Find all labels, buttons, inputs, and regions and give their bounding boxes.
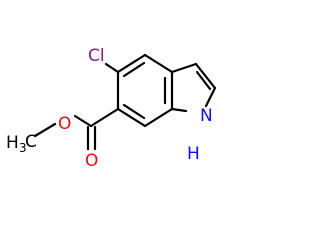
bond-c7-c7a (143, 107, 174, 128)
double-bond-c6-c7 (122, 103, 146, 120)
methyl-h-label: H (6, 133, 19, 153)
bond-c3-c2 (194, 62, 217, 90)
ester-group (33, 107, 120, 151)
bond-c6-carbonyl (89, 107, 120, 128)
bond-carbonyl-ester-o (73, 114, 93, 128)
double-bond-c3-c2 (195, 70, 212, 91)
bond-c3a-c3 (170, 62, 198, 74)
bond-c6-c7 (116, 107, 147, 128)
double-bond-c4-c5 (122, 61, 146, 78)
nitrogen-h-label: H (187, 144, 200, 164)
nitrogen-label: N (200, 106, 213, 126)
methyl-subscript-label: 3 (19, 141, 27, 155)
molecule-svg: Cl O O H 3 C N H (6, 46, 217, 171)
carbonyl-oxygen-label: O (85, 151, 98, 171)
bond-n1-c7a (170, 107, 188, 113)
ester-oxygen-label: O (58, 114, 71, 134)
bond-c4-c5 (116, 53, 147, 74)
methyl-c-label: C (25, 132, 37, 152)
bond-ester-o-methyl (33, 122, 57, 138)
benzene-ring (116, 53, 174, 128)
bond-c2-n1 (204, 86, 217, 108)
bond-c5-cl (104, 62, 120, 74)
structure-diagram: Cl O O H 3 C N H (6, 46, 217, 171)
chlorine-label: Cl (88, 46, 105, 66)
bond-c3a-c4 (143, 53, 174, 74)
pyrrole-ring (170, 62, 217, 113)
